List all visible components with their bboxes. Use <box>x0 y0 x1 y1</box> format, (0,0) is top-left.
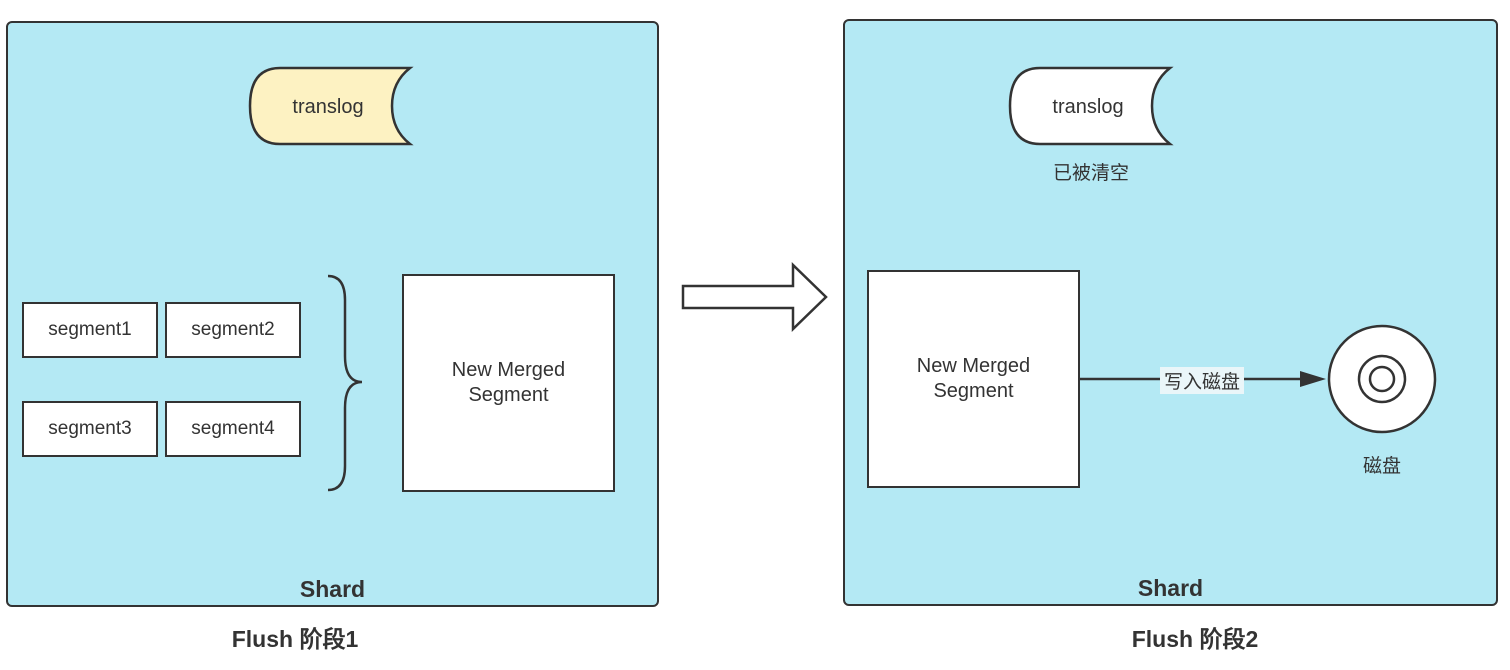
disk-label: 磁盘 <box>1362 456 1401 477</box>
shard-label: Shard <box>1137 575 1204 601</box>
translog-label: translog <box>1052 96 1124 118</box>
translog-shape-stage1 <box>248 66 414 146</box>
translog-cleared-note: 已被清空 <box>1052 163 1129 184</box>
curly-brace <box>327 274 363 492</box>
new-merged-segment: New Merged Segment <box>867 270 1080 488</box>
translog-shape-stage2 <box>1008 66 1174 146</box>
stage1-caption: Flush 阶段1 <box>231 626 359 652</box>
disk-icon <box>1327 324 1437 434</box>
stage2-caption: Flush 阶段2 <box>1131 626 1259 652</box>
transition-arrow <box>681 262 828 332</box>
segment-box: segment3 <box>22 401 158 457</box>
merged-segment-label: New Merged Segment <box>451 359 566 406</box>
edge-label: 写入磁盘 <box>1160 367 1244 394</box>
merged-segment-label: New Merged Segment <box>916 355 1031 402</box>
segment-box: segment2 <box>165 302 301 358</box>
new-merged-segment: New Merged Segment <box>402 274 615 492</box>
segment-box: segment4 <box>165 401 301 457</box>
translog-label: translog <box>292 96 364 118</box>
arrowhead <box>1300 371 1326 387</box>
segment-box: segment1 <box>22 302 158 358</box>
shard-label: Shard <box>299 576 366 602</box>
